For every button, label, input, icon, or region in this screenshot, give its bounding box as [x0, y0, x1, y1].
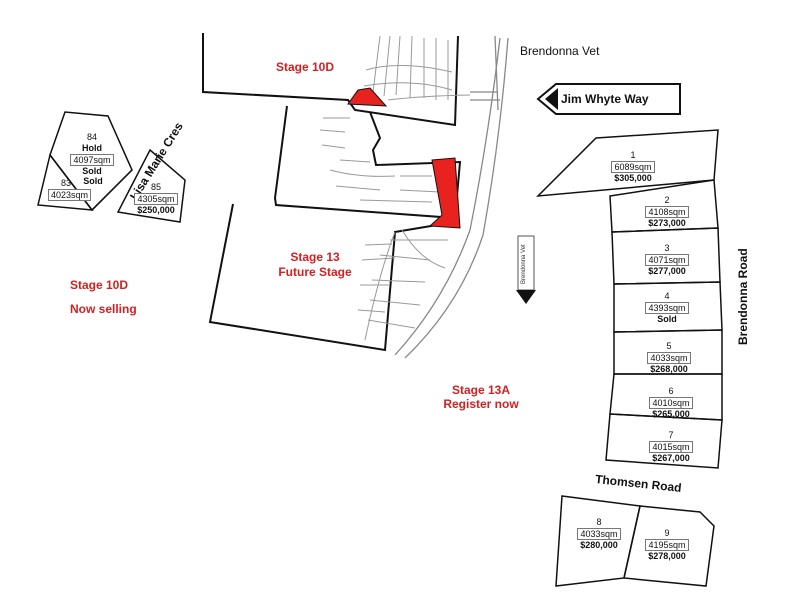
- lot-status: Sold: [657, 314, 677, 324]
- lot-number: 84: [86, 132, 97, 142]
- lot-5: 5 4033sqm $268,000: [634, 341, 704, 375]
- lot-area: 4097sqm: [70, 154, 114, 166]
- lot-number: 6: [668, 386, 674, 396]
- lot-number: 5: [666, 341, 672, 351]
- vertical-sign-text: Brendonna Vet: [521, 244, 527, 284]
- stage-13a-title: Stage 13A: [451, 383, 511, 397]
- lot-status: Hold: [82, 143, 102, 153]
- lot-number: 83: [60, 178, 71, 188]
- lot-7: 7 4015sqm $267,000: [636, 430, 706, 464]
- stage-13-title: Stage 13: [290, 250, 340, 264]
- lot-price: $250,000: [137, 205, 175, 215]
- stage-13-label: Stage 13 Future Stage: [270, 250, 360, 280]
- brendonna-vet-label: Brendonna Vet: [520, 44, 600, 58]
- highlighted-lots: [347, 87, 461, 229]
- brendonna-road-label: Brendonna Road: [736, 248, 750, 345]
- lot-84: 84 Hold 4097sqm Sold: [62, 132, 122, 177]
- lot-status: Sold: [83, 176, 103, 186]
- lisa-marie-lots: [37, 111, 186, 223]
- stage-10d-left-label: Stage 10D: [70, 278, 129, 292]
- lot-number: 9: [664, 528, 670, 538]
- lot-6: 6 4010sqm $265,000: [636, 386, 706, 420]
- stage-13a-label: Stage 13A Register now: [436, 383, 526, 411]
- lot-number: 4: [664, 291, 670, 301]
- lot-area: 4023sqm: [48, 189, 92, 201]
- lot-number: 85: [150, 182, 161, 192]
- lot-4: 4 4393sqm Sold: [632, 291, 702, 325]
- lot-price: $280,000: [580, 540, 618, 550]
- lot-area: 4033sqm: [647, 352, 691, 364]
- lot-area: 4393sqm: [645, 302, 689, 314]
- subdivision-lines: [319, 35, 471, 341]
- arrow-down-sign-icon: [516, 235, 536, 304]
- lot-83: 83 4023sqm: [48, 178, 92, 201]
- lot-number: 7: [668, 430, 674, 440]
- lot-area: 4108sqm: [645, 206, 689, 218]
- lot-area: 4010sqm: [649, 397, 693, 409]
- lot-price: $277,000: [648, 266, 686, 276]
- red-lot-b: [428, 157, 461, 229]
- lot-price: $305,000: [614, 173, 652, 183]
- lot-85: 85 4305sqm $250,000: [126, 182, 186, 216]
- lot-price: $267,000: [652, 453, 690, 463]
- lot-1: 1 6089sqm $305,000: [598, 150, 668, 184]
- lot-price: $268,000: [650, 364, 688, 374]
- right-lots: [536, 129, 723, 469]
- jim-whyte-way-label: Jim Whyte Way: [561, 92, 649, 106]
- lot-8: 8 4033sqm $280,000: [564, 517, 634, 551]
- lot-number: 3: [664, 243, 670, 253]
- lot-area: 4015sqm: [649, 441, 693, 453]
- register-now-label: Register now: [443, 397, 519, 411]
- lot-area: 4071sqm: [645, 254, 689, 266]
- boundary-lines: [202, 33, 462, 352]
- lot-3: 3 4071sqm $277,000: [632, 243, 702, 277]
- lot-price: $278,000: [648, 551, 686, 561]
- red-lot-a: [347, 87, 388, 107]
- lot-83-status: Sold: [68, 176, 118, 187]
- stage-13-subtitle: Future Stage: [278, 265, 352, 279]
- lot-number: 8: [596, 517, 602, 527]
- main-road: [394, 35, 509, 359]
- lot-area: 6089sqm: [611, 161, 655, 173]
- lot-number: 1: [630, 150, 636, 160]
- lot-number: 2: [664, 195, 670, 205]
- lot-area: 4305sqm: [134, 193, 178, 205]
- arrow-left-sign-icon: [536, 83, 681, 115]
- lot-extra-status: Sold: [82, 166, 102, 176]
- lot-price: $273,000: [648, 218, 686, 228]
- now-selling-label: Now selling: [70, 302, 137, 316]
- lot-price: $265,000: [652, 409, 690, 419]
- lot-2: 2 4108sqm $273,000: [632, 195, 702, 229]
- stage-10d-top-label: Stage 10D: [276, 60, 335, 74]
- lot-area: 4195sqm: [645, 539, 689, 551]
- lot-area: 4033sqm: [577, 528, 621, 540]
- bottom-lots: [555, 495, 715, 587]
- lot-9: 9 4195sqm $278,000: [632, 528, 702, 562]
